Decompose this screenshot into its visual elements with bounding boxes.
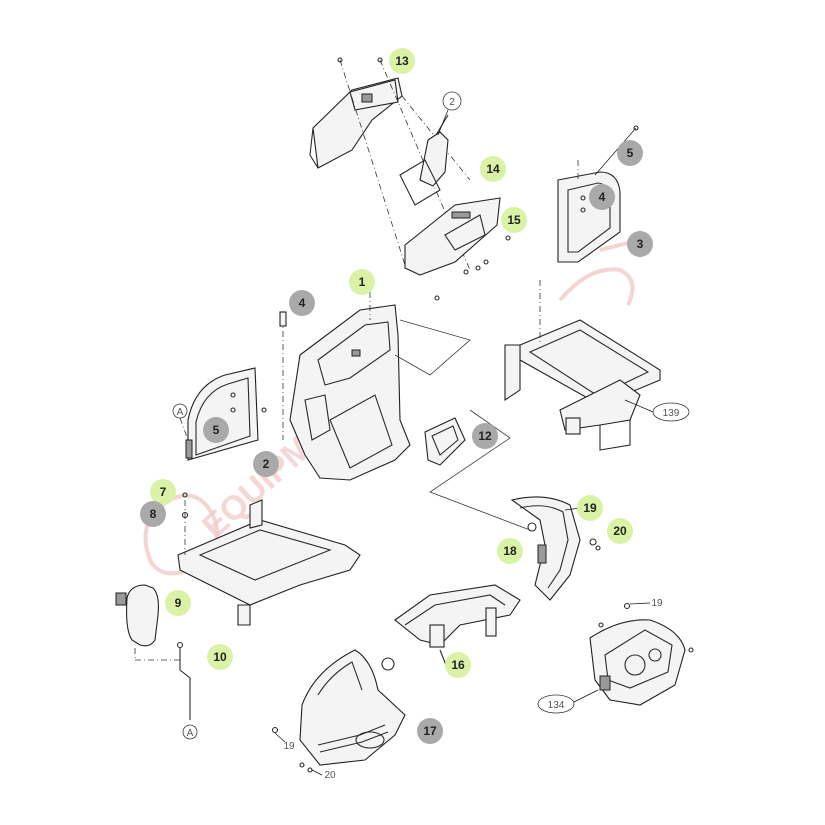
callout-badge: [445, 652, 471, 678]
dash-panel: [289, 292, 471, 481]
reference-19-right: 19: [651, 598, 663, 609]
callout-badge: [472, 423, 498, 449]
callout-14: 14: [480, 156, 506, 182]
callout-badge: [349, 269, 375, 295]
reference-a-upper: A: [172, 403, 189, 441]
callout-label: 8: [150, 507, 157, 521]
callout-3: 3: [627, 231, 653, 257]
callout-17: 17: [417, 718, 443, 744]
svg-text:A: A: [177, 407, 184, 418]
callout-label: 20: [613, 524, 627, 538]
callout-badge: [140, 501, 166, 527]
callout-18: 18: [497, 538, 523, 564]
callout-4a: 4: [589, 184, 615, 210]
callout-label: 17: [423, 724, 437, 738]
callout-badge: [589, 184, 615, 210]
callout-7: 7: [150, 479, 176, 505]
svg-text:A: A: [187, 728, 194, 739]
reference-2-top: 2: [437, 91, 462, 136]
callout-badge: [577, 495, 603, 521]
callout-label: 10: [213, 650, 227, 664]
svg-text:19: 19: [651, 598, 663, 609]
callout-label: 15: [507, 213, 521, 227]
front-hood: [271, 649, 406, 773]
callout-4b: 4: [289, 290, 315, 316]
callout-2: 2: [253, 451, 279, 477]
left-side-panel: [185, 311, 287, 461]
callout-15: 15: [501, 207, 527, 233]
reference-a-lower: A: [182, 724, 198, 740]
callout-label: 3: [637, 237, 644, 251]
callout-5b: 5: [203, 417, 229, 443]
callout-13: 13: [389, 48, 415, 74]
callout-badge: [417, 718, 443, 744]
callout-label: 12: [478, 429, 492, 443]
callout-badge: [501, 207, 527, 233]
callout-badge: [389, 48, 415, 74]
left-lower-frame: [177, 492, 361, 626]
callout-badge: [165, 590, 191, 616]
callout-19: 19: [577, 495, 603, 521]
callout-label: 19: [583, 501, 597, 515]
svg-text:2: 2: [449, 97, 455, 108]
svg-text:139: 139: [663, 408, 680, 419]
callout-badge: [150, 479, 176, 505]
callout-5a: 5: [617, 140, 643, 166]
callout-badge: [617, 140, 643, 166]
callout-label: 13: [395, 54, 409, 68]
callout-label: 5: [627, 146, 634, 160]
callout-label: 14: [486, 162, 500, 176]
svg-text:19: 19: [283, 741, 295, 752]
callout-10: 10: [207, 644, 233, 670]
callout-8: 8: [140, 501, 166, 527]
callout-label: 4: [299, 296, 306, 310]
callout-badge: [207, 644, 233, 670]
svg-text:134: 134: [548, 700, 565, 711]
right-support-frame: [504, 280, 661, 451]
callout-label: 1: [359, 275, 366, 289]
callout-label: 4: [599, 190, 606, 204]
callout-badge: [607, 518, 633, 544]
callout-9: 9: [165, 590, 191, 616]
callout-badge: [289, 290, 315, 316]
callout-badge: [480, 156, 506, 182]
callout-label: 18: [503, 544, 517, 558]
svg-text:20: 20: [324, 770, 336, 781]
callout-20: 20: [607, 518, 633, 544]
reference-139: 139: [624, 399, 690, 422]
reference-19-left: 19: [283, 741, 295, 752]
steering-bracket: [394, 584, 521, 666]
callout-badge: [253, 451, 279, 477]
reference-134: 134: [537, 689, 599, 714]
callout-label: 16: [451, 658, 465, 672]
reference-20-left: 20: [311, 769, 336, 781]
callout-badge: [497, 538, 523, 564]
callout-12: 12: [472, 423, 498, 449]
steering-column-cover-assembly: [309, 57, 511, 301]
callout-label: 9: [175, 596, 182, 610]
callout-label: 2: [263, 457, 270, 471]
callout-16: 16: [445, 652, 471, 678]
callout-badge: [627, 231, 653, 257]
callout-1: 1: [349, 269, 375, 295]
mirror-assembly: [115, 584, 191, 720]
callout-label: 7: [160, 485, 167, 499]
callout-badge: [203, 417, 229, 443]
callout-label: 5: [213, 423, 220, 437]
instrument-cluster: [589, 602, 694, 706]
